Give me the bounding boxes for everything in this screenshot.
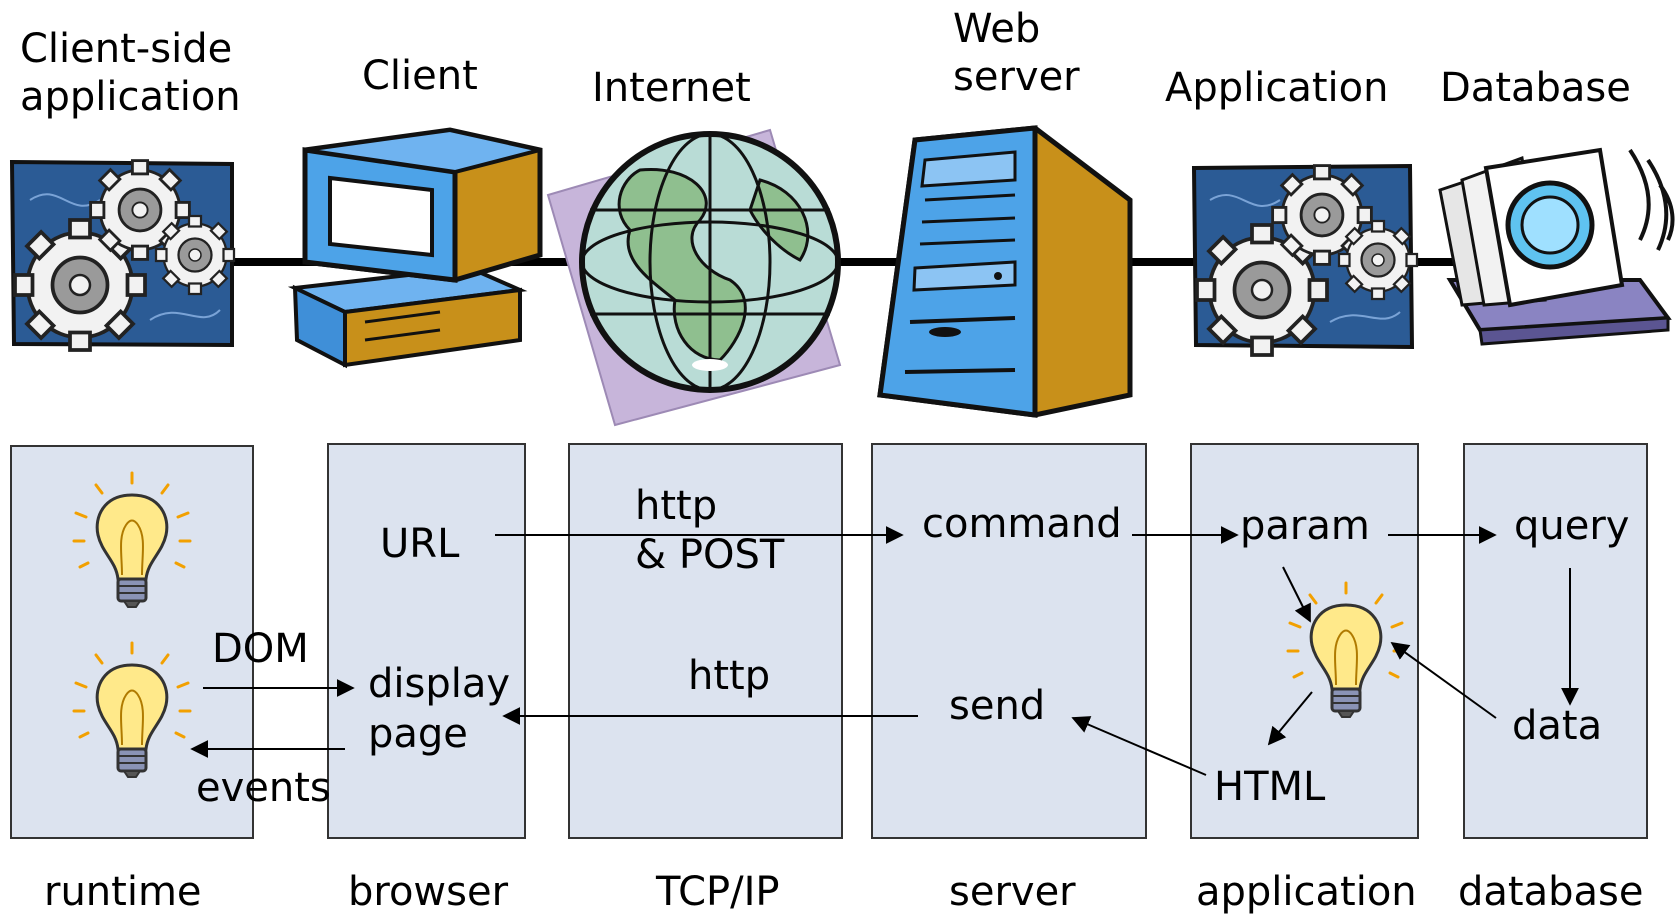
label-command: command	[922, 501, 1122, 547]
label-html: HTML	[1214, 764, 1326, 810]
server-box	[871, 443, 1147, 839]
label-events: events	[196, 765, 331, 811]
database-box	[1463, 443, 1648, 839]
gears-icon	[9, 159, 236, 352]
arrow-data-to-bulb	[1390, 641, 1497, 719]
bottom-label-tcpip: TCP/IP	[656, 869, 780, 915]
label-display-line2: page	[368, 711, 468, 757]
server-tower-icon	[877, 125, 1133, 418]
browser-box	[327, 443, 526, 839]
tier-title-internet: Internet	[592, 65, 751, 111]
globe-icon	[546, 128, 842, 427]
tier-title-client-side-application: Client-side application	[20, 26, 241, 120]
label-display-line1: display	[368, 661, 511, 707]
arrow-bulb-to-html	[1267, 691, 1313, 746]
bottom-label-runtime: runtime	[44, 869, 202, 915]
arrow-param-to-bulb	[1282, 566, 1311, 623]
gears-icon	[1191, 163, 1419, 357]
tcpip-box	[568, 443, 843, 839]
bottom-label-server: server	[949, 869, 1076, 915]
label-dom: DOM	[212, 626, 309, 672]
arrow-html-to-send	[1071, 716, 1207, 776]
desktop-computer-icon	[287, 127, 543, 369]
bottom-label-application: application	[1196, 869, 1417, 915]
tier-title-application: Application	[1165, 65, 1389, 111]
label-query: query	[1514, 503, 1630, 549]
bottom-label-database: database	[1458, 869, 1644, 915]
bottom-label-browser: browser	[348, 869, 509, 915]
label-http-post-line2: & POST	[635, 532, 785, 578]
tier-title-database: Database	[1440, 65, 1631, 111]
label-url: URL	[380, 521, 460, 567]
tier-title-web-server: Web server	[953, 6, 1080, 100]
label-send: send	[949, 683, 1046, 729]
tier-title-client: Client	[362, 53, 478, 99]
label-http: http	[688, 653, 771, 699]
label-http-post-line1: http	[635, 483, 718, 529]
database-files-icon	[1438, 147, 1675, 346]
label-data: data	[1512, 703, 1603, 749]
label-param: param	[1240, 503, 1370, 549]
